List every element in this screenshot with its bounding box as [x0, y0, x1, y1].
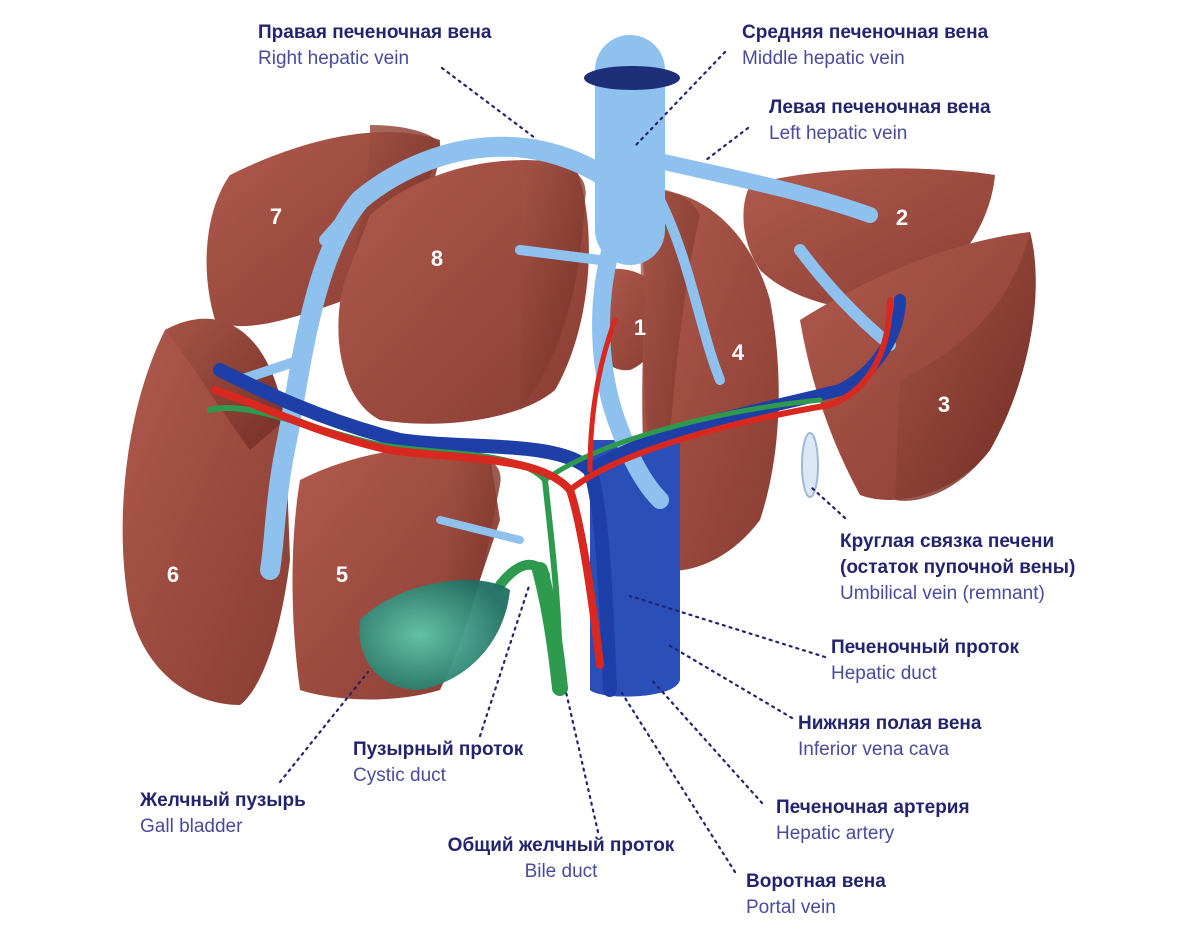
label-gall-bladder-ru: Желчный пузырь — [140, 790, 306, 811]
segment-8 — [338, 160, 589, 424]
label-portal-vein: Воротная вена Portal vein — [746, 869, 886, 921]
label-umbilical-vein: Круглая связка печени (остаток пупочной … — [840, 529, 1075, 607]
label-hepatic-artery-en: Hepatic artery — [776, 823, 895, 844]
segment-3 — [800, 232, 1036, 501]
label-bile-duct: Общий желчный проток Bile duct — [430, 833, 692, 885]
label-left-hepatic-vein-en: Left hepatic vein — [769, 123, 908, 144]
segment-number-6: 6 — [167, 562, 179, 587]
segment-number-1: 1 — [634, 315, 646, 340]
gall-bladder-organ — [359, 580, 510, 690]
label-portal-vein-ru: Воротная вена — [746, 871, 886, 892]
label-right-hepatic-vein-ru: Правая печеночная вена — [258, 22, 492, 43]
label-left-hepatic-vein-ru: Левая печеночная вена — [769, 97, 991, 118]
label-inferior-vena-cava-en: Inferior vena cava — [798, 739, 950, 760]
label-hepatic-duct-ru: Печеночный проток — [831, 637, 1020, 658]
label-hepatic-duct-en: Hepatic duct — [831, 663, 937, 684]
label-umbilical-vein-ru2: (остаток пупочной вены) — [840, 557, 1076, 578]
leader-lines — [278, 50, 847, 874]
label-cystic-duct-en: Cystic duct — [353, 765, 446, 786]
label-middle-hepatic-vein-en: Middle hepatic vein — [742, 48, 905, 69]
label-right-hepatic-vein-en: Right hepatic vein — [258, 48, 410, 69]
label-middle-hepatic-vein: Средняя печеночная вена Middle hepatic v… — [742, 20, 988, 72]
label-umbilical-vein-ru1: Круглая связка печени — [840, 531, 1055, 552]
label-gall-bladder: Желчный пузырь Gall bladder — [140, 788, 306, 840]
label-inferior-vena-cava-ru: Нижняя полая вена — [798, 713, 982, 734]
segment-number-8: 8 — [431, 246, 443, 271]
label-cystic-duct-ru: Пузырный проток — [353, 739, 524, 760]
label-bile-duct-en: Bile duct — [524, 861, 598, 882]
label-left-hepatic-vein: Левая печеночная вена Left hepatic vein — [769, 95, 991, 147]
label-middle-hepatic-vein-ru: Средняя печеночная вена — [742, 22, 989, 43]
label-inferior-vena-cava: Нижняя полая вена Inferior vena cava — [798, 711, 981, 763]
round-ligament — [801, 432, 819, 498]
segment-number-3: 3 — [938, 392, 950, 417]
label-portal-vein-en: Portal vein — [746, 897, 836, 918]
label-hepatic-duct: Печеночный проток Hepatic duct — [831, 635, 1019, 687]
label-gall-bladder-en: Gall bladder — [140, 816, 243, 837]
label-right-hepatic-vein: Правая печеночная вена Right hepatic vei… — [258, 20, 491, 72]
label-umbilical-vein-en: Umbilical vein (remnant) — [840, 583, 1045, 604]
segment-number-7: 7 — [270, 204, 282, 229]
hepatic-veins — [235, 35, 896, 580]
segment-6 — [122, 318, 291, 705]
cystic-duct-vessel — [495, 559, 550, 590]
segment-number-5: 5 — [336, 562, 348, 587]
label-bile-duct-ru: Общий желчный проток — [447, 835, 675, 856]
segment-number-4: 4 — [732, 340, 745, 365]
segment-number-2: 2 — [896, 205, 908, 230]
portal-triad — [207, 294, 906, 697]
label-hepatic-artery: Печеночная артерия Hepatic artery — [776, 795, 970, 847]
hepatic-vein-opening — [584, 66, 680, 90]
bile-duct-vessel — [532, 562, 568, 696]
label-cystic-duct: Пузырный проток Cystic duct — [353, 737, 523, 789]
label-hepatic-artery-ru: Печеночная артерия — [776, 797, 970, 818]
